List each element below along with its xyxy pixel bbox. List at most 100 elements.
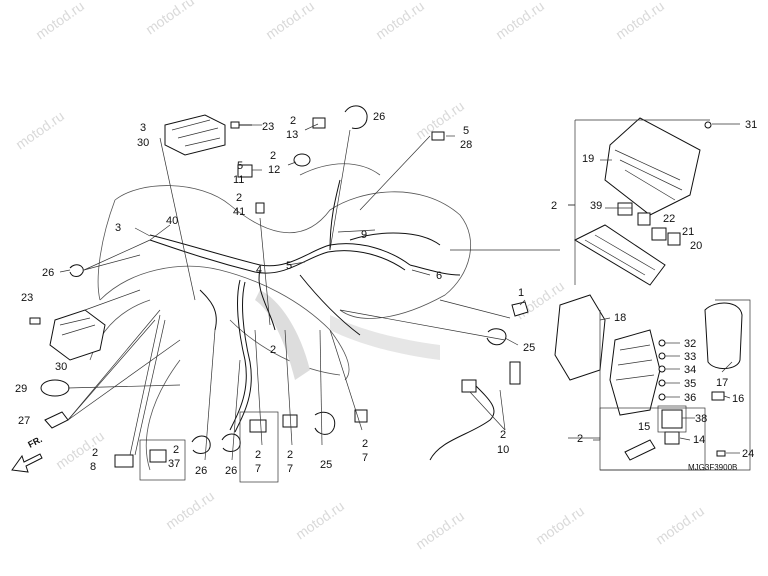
part-clamp[interactable] [486,328,507,346]
group-box-7 [239,411,279,483]
callout-5: 5 [237,160,243,172]
watermark-text: motod.ru [263,0,317,42]
part-connector[interactable] [431,131,445,141]
part-sub-harness[interactable] [429,361,521,461]
part-relay[interactable] [667,232,681,246]
part-connector[interactable] [354,409,368,423]
callout-5: 5 [463,125,469,137]
leader-lines [59,123,740,461]
callout-32: 32 [684,338,696,350]
callout-11: 11 [233,174,244,186]
part-bolt[interactable] [230,121,252,129]
part-clamp[interactable] [69,264,84,277]
part-fuse-box[interactable] [604,117,701,216]
watermark-text: motod.ru [533,503,587,548]
callout-5: 5 [286,260,292,272]
watermark-text: motod.ru [653,503,707,548]
callout-23: 23 [262,121,274,133]
part-relay-box[interactable] [661,409,683,429]
callout-33: 33 [684,351,696,363]
part-relay[interactable] [651,227,667,241]
watermark-text: motod.ru [373,0,427,42]
callout-10: 10 [497,444,509,456]
part-fastener[interactable] [658,379,666,387]
part-fastener[interactable] [658,339,666,347]
part-fuse-rack[interactable] [573,224,666,286]
part-clamp[interactable] [221,433,241,452]
part-band[interactable] [40,379,70,397]
callout-41: 41 [233,206,245,218]
callout-15: 15 [638,421,650,433]
part-connector[interactable] [624,439,656,461]
watermark-text: motod.ru [293,498,347,543]
part-ecu-box[interactable] [164,114,226,156]
part-fastener[interactable] [658,393,666,401]
part-cap[interactable] [293,153,311,167]
part-fastener[interactable] [658,365,666,373]
part-clamp[interactable] [191,435,211,454]
callout-2: 2 [577,433,583,445]
callout-labels: 3 30 23 2 13 26 5 28 31 2 12 5 11 2 41 1… [15,111,757,477]
callout-14: 14 [693,434,705,446]
callout-1: 1 [518,287,524,299]
callout-7: 7 [287,463,293,475]
direction-label: FR. [26,434,43,450]
callout-21: 21 [682,226,694,238]
callout-7: 7 [255,463,261,475]
part-connector[interactable] [249,419,267,433]
part-control-unit[interactable] [554,294,661,416]
callout-3: 3 [140,122,146,134]
part-connector[interactable] [114,454,134,468]
part-connector[interactable] [237,164,253,178]
group-box-relays [599,407,706,471]
diagram-code: MJG3F3900B [688,463,737,472]
callout-2: 2 [290,115,296,127]
part-clamp-ring[interactable] [344,105,368,129]
callout-12: 12 [268,164,280,176]
callout-18: 18 [614,312,626,324]
callout-30: 30 [137,137,149,149]
part-clip[interactable] [255,202,265,214]
part-fuse[interactable] [711,391,725,401]
part-relay[interactable] [664,431,680,445]
callout-8: 8 [90,461,96,473]
callout-36: 36 [684,392,696,404]
callout-26: 26 [195,465,207,477]
bracket-control-group [593,310,601,441]
part-sensor[interactable] [511,301,529,317]
callout-39: 39 [590,200,602,212]
watermark-text: motod.ru [13,108,67,153]
callout-30: 30 [55,361,67,373]
part-cover[interactable] [704,302,743,369]
callout-7: 7 [362,452,368,464]
callout-26: 26 [373,111,385,123]
part-clip[interactable] [44,411,69,429]
callout-2: 2 [362,438,368,450]
group-box-37 [139,439,186,481]
part-bolt[interactable] [29,317,41,325]
part-connector[interactable] [312,117,326,129]
watermark-layer: motod.ru motod.ru motod.ru motod.ru moto… [13,0,707,552]
callout-26: 26 [225,465,237,477]
part-relay[interactable] [617,202,633,216]
callout-23: 23 [21,292,33,304]
part-bolt[interactable] [704,121,712,129]
part-bracket-assembly[interactable] [49,309,106,361]
part-fastener[interactable] [658,352,666,360]
callout-2: 2 [551,200,557,212]
part-bolt[interactable] [716,450,726,457]
part-relay[interactable] [637,212,651,226]
callout-31: 31 [745,119,757,131]
callout-2: 2 [92,447,98,459]
watermark-text: motod.ru [33,0,87,42]
callout-28: 28 [460,139,472,151]
callout-34: 34 [684,364,696,376]
part-connector[interactable] [149,449,167,463]
bracket-fuse-group-lower [568,204,576,285]
callout-2: 2 [255,449,261,461]
callout-2: 2 [270,150,276,162]
callout-27: 27 [18,415,30,427]
callout-6: 6 [436,270,442,282]
part-clamp[interactable] [314,411,336,435]
